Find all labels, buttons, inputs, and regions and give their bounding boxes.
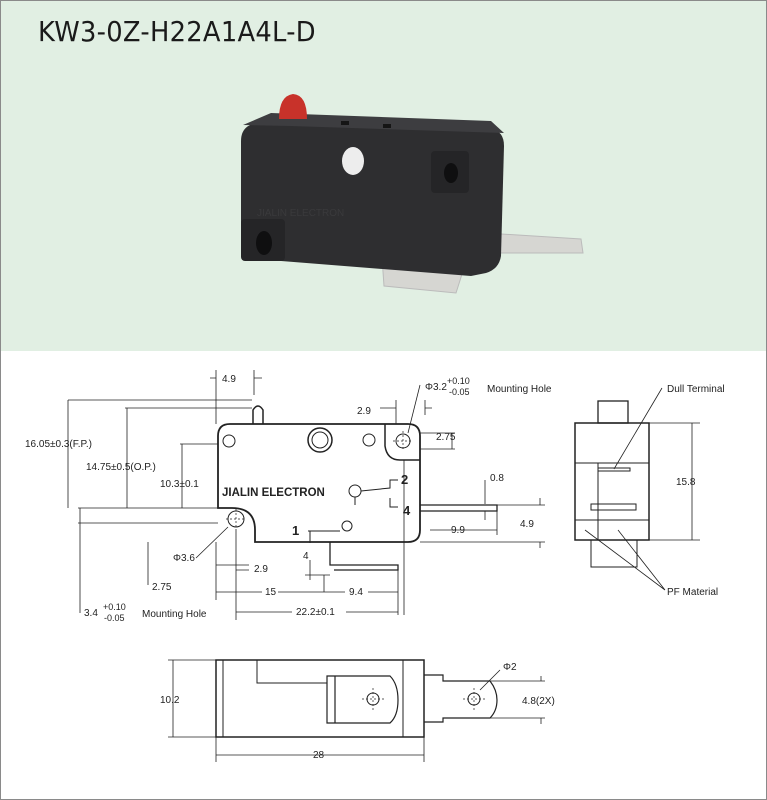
dim-side-height: 15.8 [676, 477, 696, 488]
dim-hole-spacing: 22.2±0.1 [296, 607, 335, 618]
dim-lever-width: 4.9 [222, 374, 236, 385]
indicator-dot [342, 147, 364, 175]
dim-top-hole-tol-minus: -0.05 [449, 387, 470, 397]
bottom-terminal [329, 542, 399, 571]
product-photo-panel: KW3-0Z-H22A1A4L-D JIALIN ELECTRON [1, 1, 766, 351]
dim-bottom-hole-tol-plus: +0.10 [103, 602, 126, 612]
dim-span-9-4: 9.4 [349, 587, 363, 598]
dim-bottom-width: 10.2 [160, 695, 180, 706]
dim-top-hole-dia: Φ3.2 [425, 382, 447, 393]
dim-bottom-hole-tol-minus: -0.05 [104, 613, 125, 623]
dim-top-hole-offset: 2.9 [357, 406, 371, 417]
pf-material-label: PF Material [667, 587, 718, 598]
dim-free-position: 16.05±0.3(F.P.) [25, 439, 92, 450]
mounting-hole [444, 163, 458, 183]
dim-bottom-hole-offset: 2.9 [254, 564, 268, 575]
dull-terminal-label: Dull Terminal [667, 384, 725, 395]
dim-body-height: 10.3±0.1 [160, 479, 199, 490]
product-title: KW3-0Z-H22A1A4L-D [38, 15, 316, 48]
dim-terminal-drop: 4 [303, 551, 309, 562]
dim-bottom-length: 28 [313, 750, 325, 761]
dim-bottom-hole-dia: Φ3.6 [173, 553, 195, 564]
switch-photo: JIALIN ELECTRON [241, 94, 584, 294]
top-hole-label: Mounting Hole [487, 384, 552, 395]
dim-bottom-hole-size: 3.4 [84, 608, 98, 619]
dim-bottom-hole-height: 2.75 [152, 582, 172, 593]
dim-terminal-thickness: 0.8 [490, 473, 504, 484]
dim-terminal-length: 9.9 [451, 525, 465, 536]
embossed-brand: JIALIN ELECTRON [257, 208, 344, 219]
dim-terminal-width: 4.8(2X) [522, 696, 555, 707]
dim-span-15: 15 [265, 587, 277, 598]
actuator [279, 94, 307, 119]
side-view: Dull Terminal 15.8 PF Material [574, 384, 725, 598]
mounting-hole [256, 231, 272, 255]
dim-top-hole-height: 2.75 [436, 432, 456, 443]
terminal-2-label: 2 [401, 472, 408, 487]
front-view: JIALIN ELECTRON 2 4 1 4.9 2.9 Φ3.2 [25, 370, 552, 623]
bottom-view: 10.2 28 Φ2 4.8(2X) [160, 659, 555, 762]
terminal-1-label: 1 [292, 523, 299, 538]
dim-operating-position: 14.75±0.5(O.P.) [86, 462, 156, 473]
product-photo: JIALIN ELECTRON [241, 94, 584, 294]
bottom-hole-label: Mounting Hole [142, 609, 207, 620]
dim-terminal-offset: 4.9 [520, 519, 534, 530]
switch-outline [217, 423, 421, 543]
dim-top-hole-tol-plus: +0.10 [447, 376, 470, 386]
terminal-4-label: 4 [403, 503, 411, 518]
dim-terminal-hole-dia: Φ2 [503, 662, 517, 673]
side-terminal [420, 504, 498, 512]
brand-label: JIALIN ELECTRON [222, 487, 325, 499]
